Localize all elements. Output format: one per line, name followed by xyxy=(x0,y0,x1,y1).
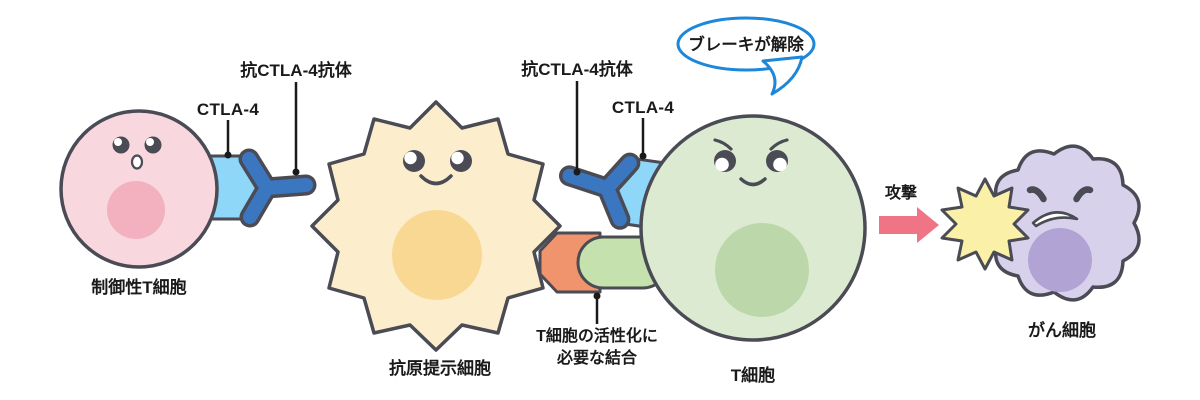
t-cell-face xyxy=(713,138,789,187)
attack-label: 攻撃 xyxy=(885,183,917,202)
antigen-presenting-cell-group xyxy=(310,100,562,352)
cancer-cell-label: がん細胞 xyxy=(1028,320,1096,340)
binding-note-line2: 必要な結合 xyxy=(556,348,638,367)
right-eye-highlight xyxy=(146,138,154,146)
speech-bubble-tail xyxy=(761,55,804,96)
binding-note-line1: T細胞の活性化に xyxy=(536,326,658,345)
left-eye-highlight xyxy=(404,151,417,165)
frown-mouth-icon xyxy=(1031,211,1079,228)
antigen-presenting-cell-label: 抗原提示細胞 xyxy=(389,358,491,378)
cancer-cell-nucleus xyxy=(1028,228,1092,292)
anti-ctla4-antibody-label-left: 抗CTLA-4抗体 xyxy=(240,60,352,80)
right-eyebrow-icon xyxy=(769,138,789,151)
antibody-right xyxy=(558,152,641,230)
t-cell-group xyxy=(639,114,867,342)
ctla4-label-left: CTLA-4 xyxy=(197,100,259,119)
attack-starburst-icon xyxy=(940,177,1030,271)
left-eye-highlight xyxy=(715,157,729,172)
ctla4-label-right: CTLA-4 xyxy=(612,98,674,117)
cancer-cell-face xyxy=(1026,186,1094,228)
smile-mouth-icon xyxy=(419,174,453,186)
t-cell-nucleus xyxy=(715,223,809,317)
speech-bubble-text: ブレーキが解除 xyxy=(688,34,804,54)
anti-ctla4-antibody-label-right: 抗CTLA-4抗体 xyxy=(521,59,633,79)
surprised-mouth-icon xyxy=(130,154,144,170)
left-eye-highlight xyxy=(114,138,122,146)
right-eye-icon xyxy=(144,136,162,154)
left-eye-icon xyxy=(112,136,130,154)
right-eye-highlight xyxy=(451,151,464,165)
annotation-lines xyxy=(224,81,647,324)
speech-bubble: ブレーキが解除 xyxy=(676,16,816,96)
regulatory-t-cell-label: 制御性T細胞 xyxy=(91,277,186,297)
antigen-presenting-cell-nucleus xyxy=(392,210,482,300)
right-eye-highlight xyxy=(773,157,787,172)
attack-arrow-icon xyxy=(879,207,939,243)
regulatory-t-cell-group xyxy=(59,109,317,269)
antigen-presenting-cell-face xyxy=(403,150,472,186)
antibody-left xyxy=(238,148,317,228)
t-cell-label: T細胞 xyxy=(731,365,775,385)
left-sad-eye-icon xyxy=(1026,186,1047,203)
right-sad-eye-icon xyxy=(1073,186,1094,203)
regulatory-t-cell-face xyxy=(112,136,162,170)
cancer-cell-group xyxy=(940,144,1141,302)
left-eyebrow-icon xyxy=(713,138,733,151)
smile-mouth-icon xyxy=(739,177,767,187)
regulatory-t-cell-nucleus xyxy=(107,181,165,239)
